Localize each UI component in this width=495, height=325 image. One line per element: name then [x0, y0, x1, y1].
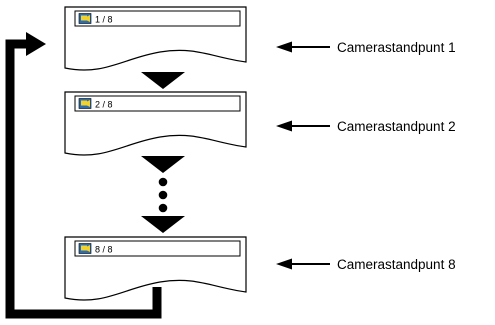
- screen-1: 1 / 8: [64, 6, 247, 71]
- down-triangle-arrow-icon: [141, 156, 185, 173]
- left-arrow-icon: [276, 258, 330, 270]
- left-arrow-icon: [276, 41, 330, 53]
- screen-2: 2 / 8: [64, 91, 247, 156]
- label-row-2: Camerastandpunt 2: [276, 119, 456, 134]
- left-arrow-icon: [276, 120, 330, 132]
- camera-angle-label: Camerastandpunt 8: [337, 257, 456, 272]
- label-row-1: Camerastandpunt 1: [276, 40, 456, 55]
- ellipsis-dots: [158, 177, 168, 213]
- camera-angle-label: Camerastandpunt 2: [337, 119, 456, 134]
- osd-display-box: [74, 240, 241, 257]
- ellipsis-dot: [158, 203, 168, 213]
- osd-angle-text: 1 / 8: [95, 15, 113, 25]
- osd-display-box: [74, 95, 241, 112]
- camera-angle-label: Camerastandpunt 1: [337, 40, 456, 55]
- camera-angle-icon: [78, 243, 92, 254]
- camera-angle-icon: [78, 13, 92, 24]
- loop-back-arrow-icon: [5, 32, 162, 319]
- osd-display-box: [74, 10, 241, 27]
- screen-8: 8 / 8: [64, 236, 247, 301]
- label-row-8: Camerastandpunt 8: [276, 257, 456, 272]
- down-triangle-arrow-icon: [141, 216, 185, 233]
- osd-angle-text: 2 / 8: [95, 100, 113, 110]
- down-triangle-arrow-icon: [141, 72, 185, 89]
- camera-angle-icon: [78, 98, 92, 109]
- ellipsis-dot: [158, 190, 168, 200]
- osd-angle-text: 8 / 8: [95, 245, 113, 255]
- ellipsis-dot: [158, 177, 168, 187]
